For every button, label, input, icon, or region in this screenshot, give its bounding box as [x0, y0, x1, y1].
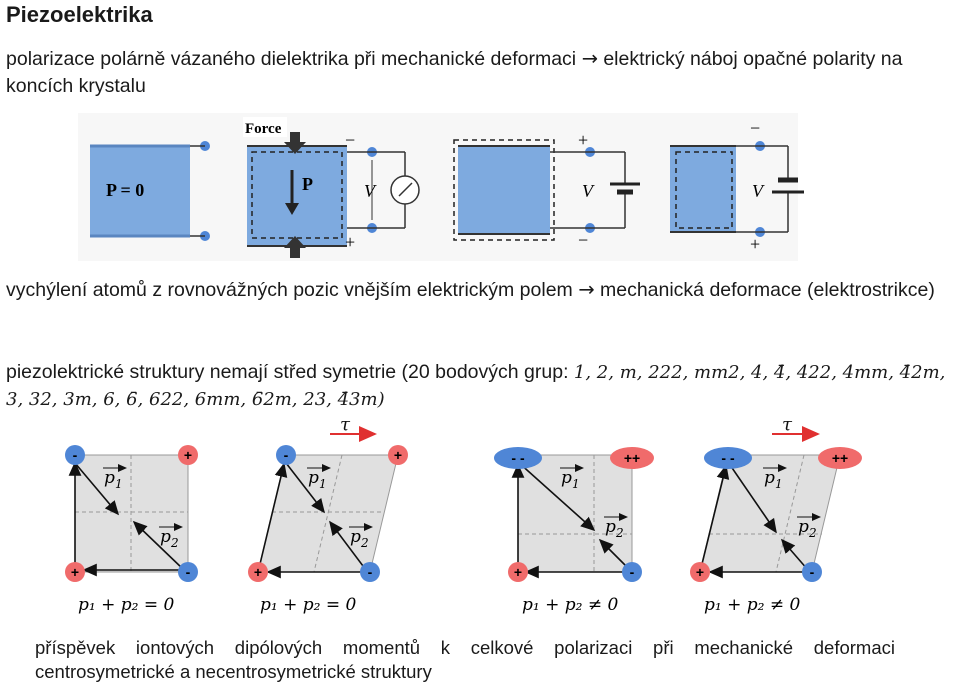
- ion-node-1b-label: +: [184, 447, 192, 463]
- p2-label-3-subscript: 2: [615, 526, 624, 540]
- equation-2: p₁ + p₂ = 0: [260, 595, 356, 615]
- ion-node-2c-label: +: [254, 564, 262, 580]
- electrostriction-paragraph: vychýlení atomů z rovnovážných pozic vně…: [6, 276, 956, 304]
- vector-p2-b: [329, 520, 367, 571]
- intro-paragraph: polarizace polárně vázaného dielektrika …: [6, 45, 946, 100]
- page-title: Piezoelektrika: [6, 2, 153, 27]
- p2-label-2-subscript: 2: [360, 536, 369, 550]
- figure-caption: příspěvek iontových dipólových momentů k…: [35, 636, 895, 684]
- ion-node-1b: [178, 445, 198, 465]
- vector-p1-b: [285, 462, 325, 514]
- p1-label-2-subscript: 1: [319, 477, 327, 491]
- equation-4: p₁ + p₂ ≠ 0: [704, 595, 800, 615]
- point-groups: 1, 2, m, 222, mm2, 4, 4̄, 422, 4mm, 4̄2m…: [6, 362, 946, 410]
- svg-text:V: V: [582, 181, 595, 201]
- ion-node-2c: [248, 562, 268, 582]
- p2-label-2: p: [350, 527, 361, 547]
- ion-node-3a: [494, 447, 542, 469]
- caption-line1: příspěvek iontových dipólových momentů k…: [35, 637, 895, 658]
- ion-node-1a-label: -: [73, 447, 78, 463]
- ion-node-4a-label: - -: [721, 450, 735, 466]
- ion-node-4d-label: -: [810, 564, 815, 580]
- ion-node-4b-label: ++: [832, 450, 848, 466]
- intro-line1: polarizace polárně vázaného dielektrika …: [6, 48, 577, 70]
- ion-node-4c-label: +: [696, 564, 704, 580]
- svg-text:+: +: [750, 234, 760, 254]
- p1-label-3: p: [561, 468, 572, 488]
- ion-node-3d-label: -: [630, 564, 635, 580]
- ion-node-3d: [622, 562, 642, 582]
- equation-3: p₁ + p₂ ≠ 0: [522, 595, 618, 615]
- ion-node-1c: [65, 562, 85, 582]
- vector-p1-a: [74, 462, 120, 516]
- arrow-right-icon: →: [578, 278, 595, 301]
- ion-node-1a: [65, 445, 85, 465]
- vector-p1-c: [517, 461, 596, 532]
- ion-node-2a-label: -: [284, 447, 289, 463]
- p1-label-2: p: [308, 468, 319, 488]
- p2-label-4: p: [798, 517, 809, 537]
- tau-label-2: τ: [782, 414, 793, 435]
- p2-label-3: p: [605, 517, 616, 537]
- equation-1: p₁ + p₂ = 0: [78, 595, 174, 615]
- ion-node-3c: [508, 562, 528, 582]
- electrostriction-text-a: vychýlení atomů z rovnovážných pozic vně…: [6, 279, 573, 301]
- vector-p1-d: [727, 461, 777, 534]
- p1-label-4: p: [764, 468, 775, 488]
- structures-text: piezolektrické struktury nemají střed sy…: [6, 361, 574, 383]
- ion-node-4b: [818, 447, 862, 469]
- ion-node-1c-label: +: [71, 564, 79, 580]
- ion-node-2d: [360, 562, 380, 582]
- p-label: P: [302, 174, 313, 194]
- ion-node-3c-label: +: [514, 564, 522, 580]
- structures-paragraph: piezolektrické struktury nemají střed sy…: [6, 359, 956, 413]
- caption-line2: centrosymetrické a necentrosymetrické st…: [35, 661, 432, 682]
- force-label: Force: [245, 121, 282, 137]
- vector-p2-a: [132, 520, 185, 571]
- ion-node-3b-label: ++: [624, 450, 640, 466]
- ion-node-4a: [704, 447, 752, 469]
- ion-node-2d-label: -: [368, 564, 373, 580]
- p1-label-1-subscript: 1: [115, 477, 123, 491]
- vector-p2-d: [780, 538, 809, 571]
- ion-node-1d-label: -: [186, 564, 191, 580]
- p1-label-3-subscript: 1: [572, 477, 580, 491]
- intro-line2: elektrický náboj opačné polarity na konc…: [6, 48, 903, 97]
- ion-node-1d: [178, 562, 198, 582]
- vector-side-d: [701, 464, 730, 565]
- p1-label-4-subscript: 1: [775, 477, 783, 491]
- ion-node-3b: [610, 447, 654, 469]
- p2-label-1-subscript: 2: [170, 536, 179, 550]
- tau-label-1: τ: [340, 414, 351, 435]
- vector-side-b: [259, 462, 288, 565]
- voltage-label: V: [364, 181, 377, 201]
- ion-node-4c: [690, 562, 710, 582]
- ion-node-2a: [276, 445, 296, 465]
- ion-node-2b: [388, 445, 408, 465]
- svg-text:−: −: [578, 230, 588, 250]
- force-arrow-icon: [284, 132, 306, 154]
- p2-label-1: p: [160, 527, 171, 547]
- p2-label-4-subscript: 2: [808, 526, 817, 540]
- ion-node-2b-label: +: [394, 447, 402, 463]
- cell-2: [257, 454, 399, 573]
- p1-label-1: p: [104, 468, 115, 488]
- arrow-right-icon: →: [581, 47, 598, 70]
- ion-node-3a-label: - -: [511, 450, 525, 466]
- p-zero-label: P = 0: [106, 180, 144, 200]
- electrostriction-text-b: mechanická deformace (elektrostrikce): [594, 279, 935, 301]
- plus-sign: +: [345, 232, 355, 252]
- svg-text:−: −: [750, 118, 760, 138]
- svg-text:V: V: [752, 181, 765, 201]
- polarization-arrow-icon: [285, 203, 299, 215]
- minus-sign: −: [345, 130, 355, 150]
- ion-node-4d: [802, 562, 822, 582]
- svg-text:+: +: [578, 130, 588, 150]
- crystal-block-unstressed: [90, 146, 190, 236]
